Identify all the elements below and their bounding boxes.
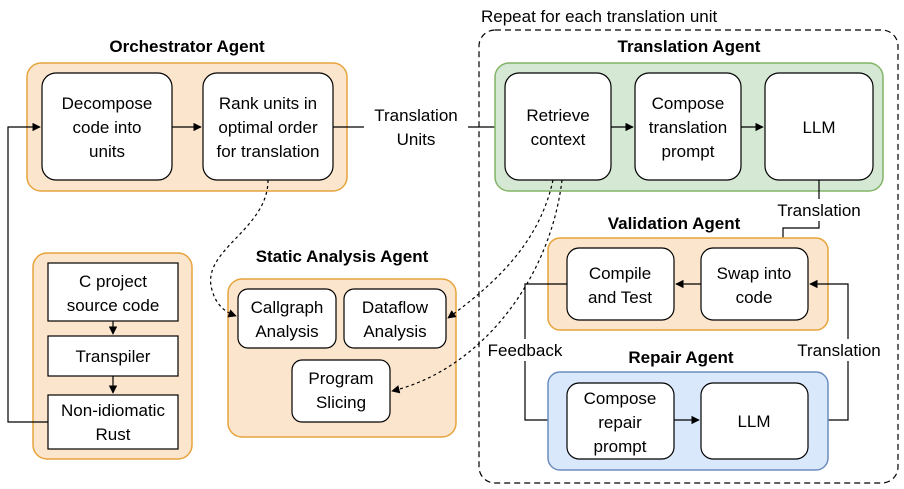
translation-units-line-1: Translation	[374, 106, 457, 125]
rust-box	[47, 394, 179, 450]
edge-retrieve-dataflow-dotted	[447, 179, 554, 319]
c-source-box	[47, 262, 179, 322]
translation-edge-bg	[767, 199, 871, 221]
dataflow-line-1: Dataflow	[362, 298, 429, 317]
swap-line-2: code	[736, 288, 773, 307]
swap-line-1: Swap into	[717, 264, 792, 283]
static-agent-title: Static Analysis Agent	[256, 247, 429, 266]
compose-repair-line-1: Compose	[584, 389, 657, 408]
edge-retrieve-slicing-dotted	[391, 179, 563, 394]
swap-box	[700, 247, 809, 321]
translation-right-bg	[789, 339, 889, 361]
transpiler-label: Transpiler	[76, 347, 151, 366]
repeat-label: Repeat for each translation unit	[481, 7, 718, 26]
translation-units-line-2: Units	[397, 130, 436, 149]
retrieve-box	[504, 72, 612, 181]
compose-repair-box	[566, 382, 675, 460]
repair-agent-title: Repair Agent	[628, 348, 734, 367]
translation-agent-title: Translation Agent	[618, 37, 761, 56]
edge-rust-decompose	[7, 122, 48, 423]
compose-repair-line-3: prompt	[594, 437, 647, 456]
callgraph-line-2: Analysis	[255, 322, 318, 341]
translation-units-bg	[364, 101, 468, 151]
decompose-line-3: units	[89, 142, 125, 161]
rank-line-3: for translation	[217, 142, 320, 161]
llm-repair-box	[700, 382, 809, 460]
decompose-line-1: Decompose	[62, 94, 153, 113]
c-source-line-1: C project	[79, 272, 147, 291]
compose-translation-line-1: Compose	[652, 94, 725, 113]
edge-rank-callgraph-dotted	[209, 179, 269, 318]
compose-translation-line-2: translation	[649, 118, 727, 137]
compose-repair-line-2: repair	[598, 413, 642, 432]
transpiler-box	[47, 335, 179, 377]
rank-line-1: Rank units in	[219, 94, 317, 113]
compile-line-1: Compile	[589, 264, 651, 283]
dataflow-line-2: Analysis	[363, 322, 426, 341]
dataflow-box	[343, 288, 447, 349]
translation-right-label: Translation	[797, 341, 880, 360]
compose-translation-line-3: prompt	[662, 142, 715, 161]
orchestrator-title: Orchestrator Agent	[109, 37, 265, 56]
callgraph-box	[237, 288, 337, 349]
rank-line-2: optimal order	[218, 118, 318, 137]
feedback-bg	[482, 339, 568, 361]
callgraph-line-1: Callgraph	[251, 298, 324, 317]
repeat-region	[478, 29, 899, 484]
translation-edge-label: Translation	[777, 201, 860, 220]
llm-repair-label: LLM	[737, 412, 770, 431]
rust-line-2: Rust	[96, 425, 131, 444]
validation-agent-title: Validation Agent	[608, 214, 741, 233]
slicing-line-1: Program	[308, 369, 373, 388]
slicing-line-2: Slicing	[316, 393, 366, 412]
llm-translation-label: LLM	[802, 118, 835, 137]
c-source-line-2: source code	[67, 296, 160, 315]
compile-box	[566, 247, 675, 321]
retrieve-line-2: context	[531, 130, 586, 149]
rust-line-1: Non-idiomatic	[61, 401, 165, 420]
slicing-box	[291, 359, 391, 423]
decompose-line-2: code into	[73, 118, 142, 137]
feedback-label: Feedback	[488, 341, 563, 360]
retrieve-line-1: Retrieve	[526, 106, 589, 125]
compile-line-2: and Test	[588, 288, 652, 307]
